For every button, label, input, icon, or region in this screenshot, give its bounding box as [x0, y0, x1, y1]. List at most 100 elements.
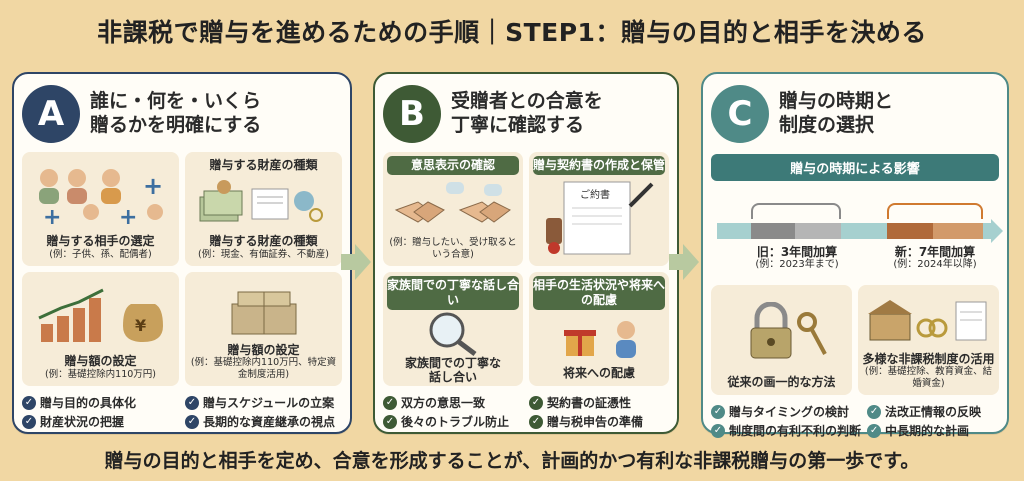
panel-a-heading-line1: 誰に・何を・いくら	[90, 90, 262, 113]
panel-b-heading-line2: 丁寧に確認する	[451, 114, 585, 136]
svg-text:¥: ¥	[135, 316, 146, 335]
check-icon: ✓	[383, 414, 397, 429]
check-item: ✓贈与税申告の準備	[529, 413, 669, 430]
asset-type-top-label: 贈与する財産の種類	[209, 158, 318, 172]
check-item: ✓後々のトラブル防止	[383, 413, 523, 430]
magnifier-icon	[387, 310, 519, 356]
cell-contract: 贈与契約書の作成と保管 ご約書	[529, 152, 669, 266]
future-care-header: 相手の生活状況や将来への配慮	[533, 276, 665, 310]
check-icon: ✓	[185, 395, 199, 410]
svg-text:ご約書: ご約書	[580, 188, 610, 201]
new-rule: 新：7年間加算 (例：2024年以降)	[893, 245, 977, 271]
check-item: ✓中長期的な計画	[867, 422, 999, 439]
cell-recipient: + + + 贈与する相手の選定 (例：子供、孫、配偶者)	[22, 152, 179, 266]
panel-c-header: C 贈与の時期と 制度の選択	[711, 82, 999, 146]
panel-a-checks: ✓贈与目的の具体化 ✓贈与スケジュールの立案 ✓財産状況の把握 ✓長期的な資産継…	[22, 394, 342, 430]
cell-intent: 意思表示の確認 (例：贈与したい、受け取るという合意)	[383, 152, 523, 266]
gift-icon	[533, 310, 665, 366]
old-rule: 旧：3年間加算 (例：2023年まで)	[755, 245, 839, 271]
panel-c-heading-line2: 制度の選択	[779, 114, 875, 136]
check-item: ✓贈与タイミングの検討	[711, 403, 861, 420]
future-care-label: 将来への配慮	[562, 365, 635, 380]
growth-chart-icon: ¥	[26, 276, 175, 354]
amount-special-sub: (例：基礎控除内110万円、特定資金制度活用)	[190, 357, 337, 380]
panel-a-heading-line2: 贈るかを明確にする	[90, 114, 262, 136]
badge-c: C	[711, 85, 769, 143]
old-method-label: 従来の画一的な方法	[727, 374, 836, 389]
panel-b-header: B 受贈者との合意を 丁寧に確認する	[383, 82, 669, 146]
check-item: ✓財産状況の把握	[22, 413, 179, 430]
contract-icon: ご約書	[533, 175, 665, 260]
intent-header: 意思表示の確認	[387, 156, 519, 175]
check-item: ✓双方の意思一致	[383, 394, 523, 411]
family-talk-label: 家族間での丁寧な話し合い	[404, 356, 501, 385]
check-icon: ✓	[711, 423, 725, 438]
family-talk-header: 家族間での丁寧な話し合い	[387, 276, 519, 310]
panel-a: A 誰に・何を・いくら 贈るかを明確にする + + + 贈与する相手の選定	[12, 72, 352, 434]
intent-sub: (例：贈与したい、受け取るという合意)	[389, 237, 517, 260]
cell-old-method: 従来の画一的な方法	[711, 285, 852, 395]
footer-summary: 贈与の目的と相手を定め、合意を形成することが、計画的かつ有利な非課税贈与の第一歩…	[104, 449, 920, 472]
check-icon: ✓	[867, 423, 882, 438]
recipient-sub: (例：子供、孫、配偶者)	[49, 248, 152, 260]
panel-c-grid: 従来の画一的な方法 多様な非課税制度の活用 (例：基礎控除、教育資金、結婚資金)	[711, 285, 999, 395]
recipient-label: 贈与する相手の選定	[46, 234, 155, 249]
arrow-right-icon	[669, 244, 699, 280]
new-period-segment	[887, 223, 983, 239]
cell-asset-type: 贈与する財産の種類 贈与する財産の種類 (例：現金、有価証券、不動産)	[185, 152, 342, 266]
amount-special-label: 贈与額の設定	[227, 342, 300, 357]
new-method-sub: (例：基礎控除、教育資金、結婚資金)	[864, 366, 993, 389]
old-period-brace	[751, 203, 841, 219]
svg-text:+: +	[43, 205, 61, 226]
handshake-icon	[387, 175, 519, 237]
asset-type-sub: (例：現金、有価証券、不動産)	[198, 248, 329, 260]
check-icon: ✓	[529, 395, 543, 410]
arrow-right-icon	[341, 244, 371, 280]
check-item: ✓贈与スケジュールの立案	[185, 394, 342, 411]
family-icon: + + +	[26, 156, 175, 234]
amount-sub: (例：基礎控除内110万円)	[44, 368, 157, 380]
school-rings-icon	[862, 289, 995, 352]
badge-b: B	[383, 85, 441, 143]
panel-b-checks: ✓双方の意思一致 ✓契約書の証憑性 ✓後々のトラブル防止 ✓贈与税申告の準備	[383, 394, 669, 430]
cell-new-method: 多様な非課税制度の活用 (例：基礎控除、教育資金、結婚資金)	[858, 285, 999, 395]
check-item: ✓法改正情報の反映	[867, 403, 999, 420]
panel-c: C 贈与の時期と 制度の選択 贈与の時期による影響 旧：3年間加算 (例：202…	[701, 72, 1009, 438]
check-icon: ✓	[383, 395, 397, 410]
check-item: ✓贈与目的の具体化	[22, 394, 179, 411]
check-item: ✓制度間の有利不利の判断	[711, 422, 861, 439]
page-title: 非課税で贈与を進めるための手順｜STEP1：贈与の目的と相手を決める	[97, 18, 927, 47]
panel-c-heading-line1: 贈与の時期と	[779, 90, 894, 113]
old-period-segment	[751, 223, 841, 239]
svg-text:+: +	[119, 205, 137, 226]
svg-text:+: +	[143, 172, 163, 200]
check-item: ✓契約書の証憑性	[529, 394, 669, 411]
cell-future-care: 相手の生活状況や将来への配慮 将来への配慮	[529, 272, 669, 386]
cell-amount-special: 贈与額の設定 (例：基礎控除内110万円、特定資金制度活用)	[185, 272, 342, 386]
lock-key-icon	[715, 289, 848, 375]
check-icon: ✓	[529, 414, 543, 429]
cell-family-talk: 家族間での丁寧な話し合い 家族間での丁寧な話し合い	[383, 272, 523, 386]
panel-b: B 受贈者との合意を 丁寧に確認する 意思表示の確認 (例：贈与したい、受け取る…	[373, 72, 679, 434]
asset-type-label: 贈与する財産の種類	[209, 234, 318, 249]
timeline: 旧：3年間加算 (例：2023年まで) 新：7年間加算 (例：2024年以降)	[711, 185, 1003, 281]
panel-b-heading-line1: 受贈者との合意を	[451, 90, 603, 113]
panel-b-grid: 意思表示の確認 (例：贈与したい、受け取るという合意) 贈与契約書の作成と保管 …	[383, 152, 669, 386]
timing-banner: 贈与の時期による影響	[711, 154, 999, 181]
cell-amount: ¥ 贈与額の設定 (例：基礎控除内110万円)	[22, 272, 179, 386]
check-icon: ✓	[22, 395, 36, 410]
check-item: ✓長期的な資産継承の視点	[185, 413, 342, 430]
panel-a-grid: + + + 贈与する相手の選定 (例：子供、孫、配偶者) 贈与する財産の種類	[22, 152, 342, 386]
timeline-arrow-icon	[991, 219, 1003, 243]
assets-icon	[189, 172, 338, 234]
new-period-brace	[887, 203, 983, 219]
check-icon: ✓	[185, 414, 199, 429]
badge-a: A	[22, 85, 80, 143]
check-icon: ✓	[22, 414, 36, 429]
cash-stack-icon	[189, 276, 338, 343]
new-method-label: 多様な非課税制度の活用	[862, 351, 995, 366]
check-icon: ✓	[711, 404, 725, 419]
check-icon: ✓	[867, 404, 882, 419]
contract-header: 贈与契約書の作成と保管	[533, 156, 665, 175]
panel-c-checks: ✓贈与タイミングの検討 ✓法改正情報の反映 ✓制度間の有利不利の判断 ✓中長期的…	[711, 403, 999, 439]
